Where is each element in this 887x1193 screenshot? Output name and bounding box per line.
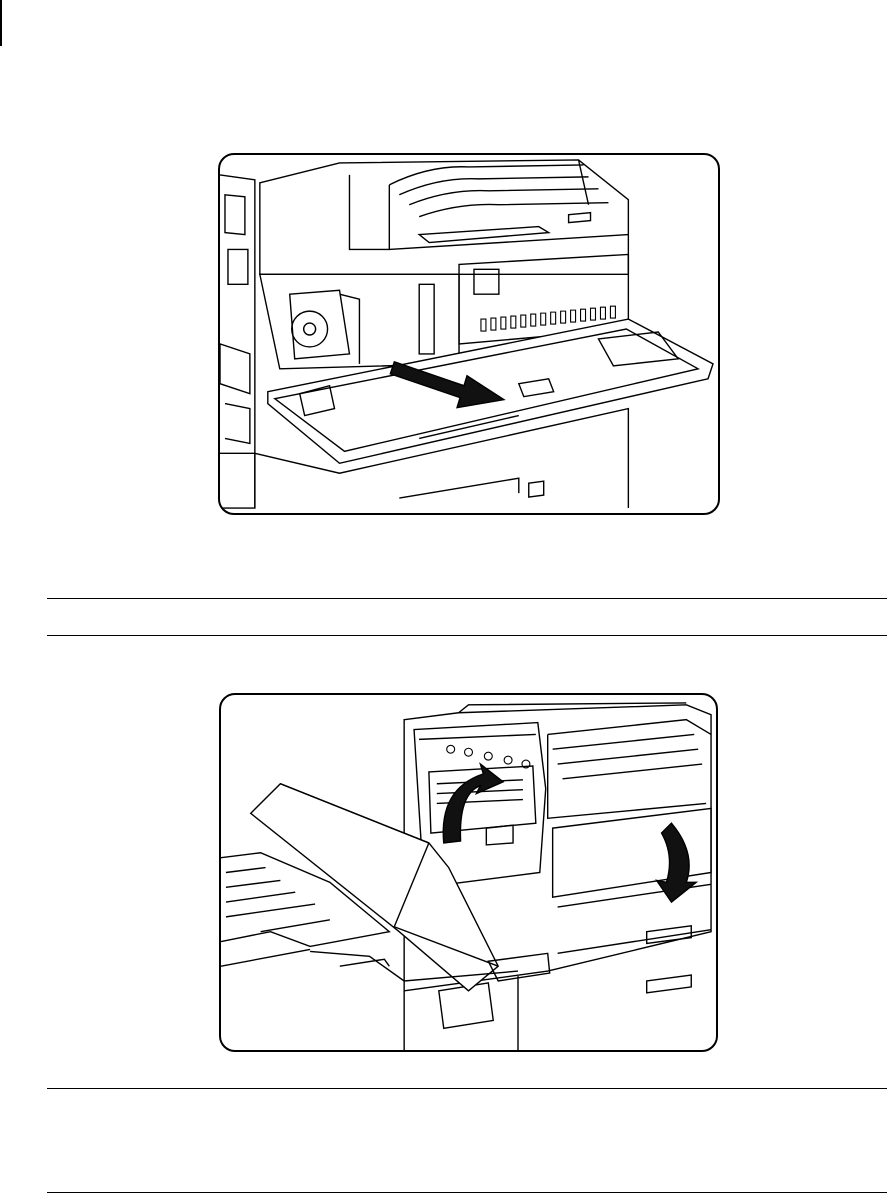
figure-1-printer-drawer-illustration [218,153,720,515]
section-rule-top [47,598,887,599]
figure-2-finisher-door-illustration [219,693,718,1052]
section-rule-3 [47,1088,887,1089]
page-margin-mark [0,0,2,46]
section-rule-bottom [47,635,887,636]
